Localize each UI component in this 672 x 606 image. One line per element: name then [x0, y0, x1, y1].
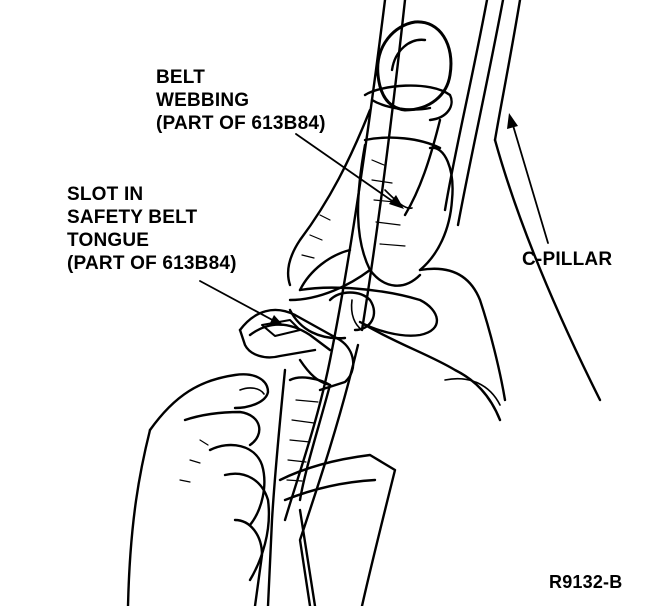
d-ring: [363, 20, 453, 122]
leader-lines: [199, 121, 549, 324]
callout-line: SLOT IN: [67, 184, 144, 205]
webbing-leader: [295, 133, 399, 206]
tongue-slot-callout: SLOT IN SAFETY BELT TONGUE (PART OF 613B…: [67, 183, 237, 275]
belt-tongue: [238, 308, 355, 392]
figure-number: R9132-B: [549, 572, 623, 592]
pillar-leader: [511, 121, 549, 244]
slot-arrowhead: [269, 315, 284, 326]
webbing-arrowhead: [389, 195, 404, 209]
pillar-arrowhead: [507, 113, 518, 129]
arrowheads: [269, 113, 518, 326]
callout-line: BELT: [156, 67, 205, 88]
callout-line: SAFETY BELT: [67, 207, 198, 228]
lower-trim: [278, 453, 397, 606]
left-hand: [126, 373, 271, 606]
belt-webbing-callout: BELT WEBBING (PART OF 613B84): [156, 66, 326, 135]
belt-webbing: [286, 108, 454, 302]
callout-line: TONGUE: [67, 230, 150, 251]
callout-line: WEBBING: [156, 90, 250, 111]
callout-line: (PART OF 613B84): [67, 253, 237, 274]
lower-webbing: [266, 368, 332, 606]
slot-leader: [199, 280, 279, 324]
callout-line: (PART OF 613B84): [156, 113, 326, 134]
c-pillar-callout: C-PILLAR: [522, 249, 613, 270]
